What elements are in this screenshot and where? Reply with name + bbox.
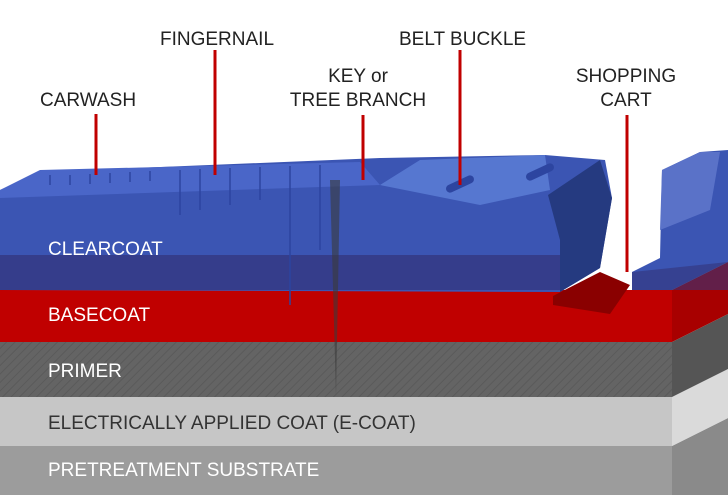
cart-label-line1: SHOPPING bbox=[575, 66, 677, 87]
pretreatment-layer bbox=[0, 418, 728, 495]
pretreatment-label: PRETREATMENT SUBSTRATE bbox=[48, 460, 320, 481]
cart-label-line2: CART bbox=[600, 90, 652, 111]
pointer-lines bbox=[94, 50, 629, 272]
key-label-line1: KEY or bbox=[328, 66, 388, 87]
carwash-label: CARWASH bbox=[40, 90, 137, 111]
ecoat-label: ELECTRICALLY APPLIED COAT (E-COAT) bbox=[48, 413, 416, 434]
belt-buckle-label: BELT BUCKLE bbox=[399, 29, 527, 50]
basecoat-label: BASECOAT bbox=[48, 305, 151, 326]
fingernail-label: FINGERNAIL bbox=[160, 29, 275, 50]
clearcoat-label: CLEARCOAT bbox=[48, 239, 163, 260]
primer-label: PRIMER bbox=[48, 361, 122, 382]
ecoat-layer bbox=[0, 369, 728, 446]
key-label-line2: TREE BRANCH bbox=[289, 90, 427, 111]
